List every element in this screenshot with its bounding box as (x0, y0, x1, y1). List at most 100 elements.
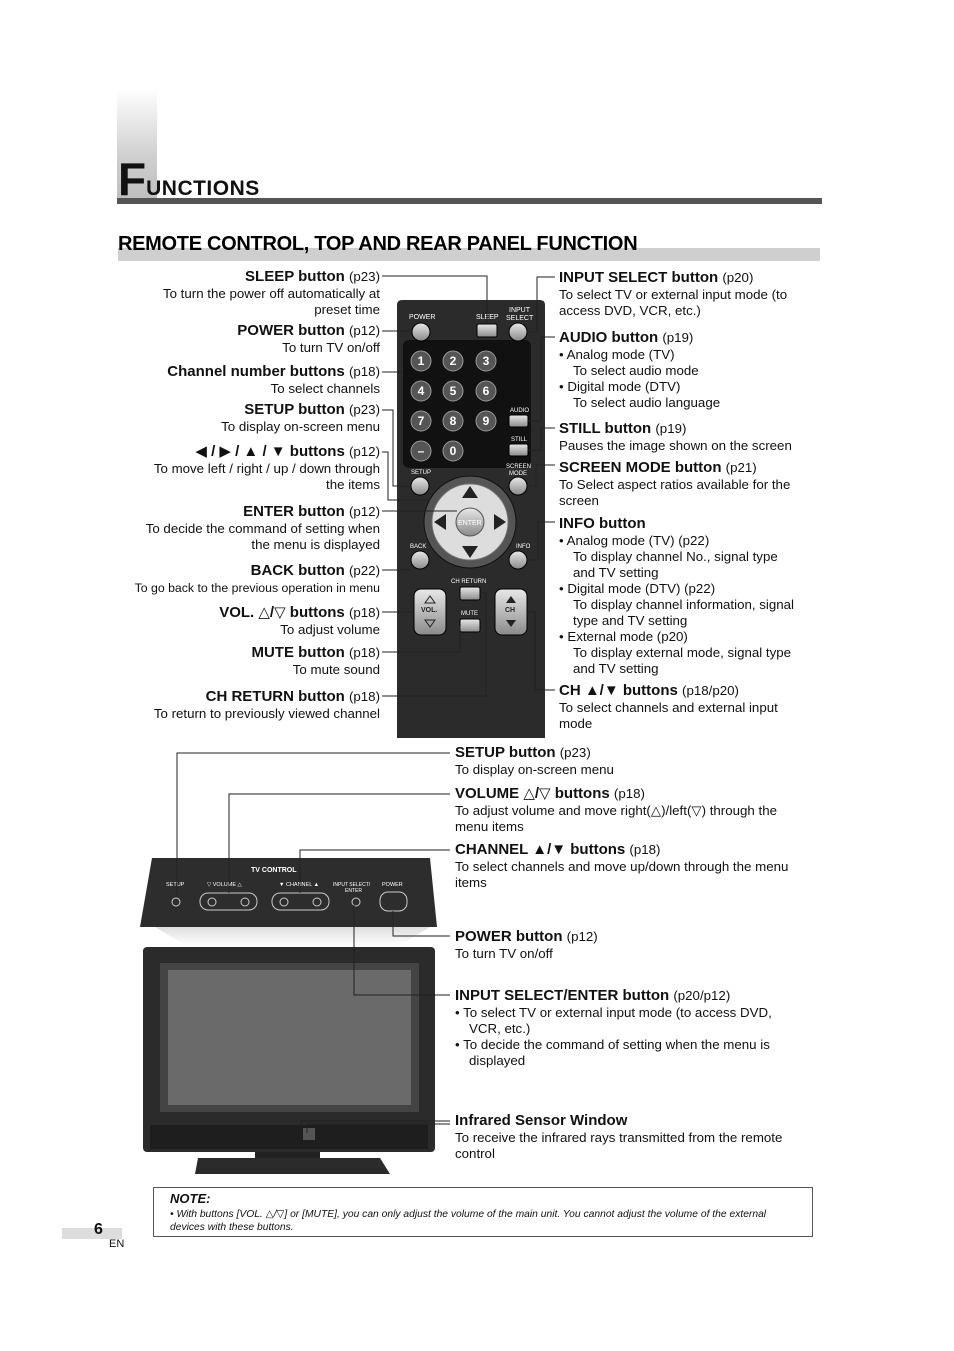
remote-digit-button[interactable] (442, 440, 464, 462)
remote-digit-label: – (418, 444, 425, 458)
remote-info-button[interactable] (508, 550, 528, 570)
remote-ch-label: CH (505, 607, 515, 614)
remote-screen-label: SCREEN (506, 464, 531, 470)
label-channel-number: Channel number buttons (p18) To select c… (167, 363, 380, 396)
remote-select-label: SELECT (506, 315, 534, 322)
label-ir-sensor: Infrared Sensor Window To receive the in… (455, 1112, 783, 1161)
tv-top-panel: TV CONTROL SETUP ▽ VOLUME △ ▼ CHANNEL ▲ … (140, 858, 437, 945)
remote-input-select-button[interactable] (508, 322, 528, 342)
panel-enter-label: ENTER (345, 888, 362, 894)
remote-ch-return-button[interactable] (459, 586, 481, 601)
panel-volume-up-button[interactable] (240, 897, 250, 907)
label-ch-return: CH RETURN button (p18) To return to prev… (153, 688, 380, 721)
remote-enter-button[interactable] (455, 507, 485, 537)
remote-digit-label: 0 (450, 444, 457, 458)
remote-sleep-button[interactable] (476, 323, 498, 338)
panel-channel-up-button[interactable] (312, 897, 322, 907)
remote-input-label: INPUT (509, 307, 531, 314)
label-mute: MUTE button (p18) To mute sound (251, 644, 380, 677)
note-title: NOTE: (170, 1191, 211, 1206)
header-gradient-box (117, 88, 157, 203)
remote-digit-button[interactable] (442, 380, 464, 402)
remote-digit-button[interactable] (410, 350, 432, 372)
label-panel-volume: VOLUME △/▽ buttons (p18) To adjust volum… (455, 785, 777, 834)
remote-number-pad: 1 2 3 4 5 6 7 8 9 – 0 (410, 350, 497, 462)
remote-mute-label: MUTE (461, 611, 478, 617)
remote-digit-button[interactable] (410, 410, 432, 432)
page-number-bar (62, 1228, 122, 1239)
remote-digit-label: 6 (483, 384, 490, 398)
remote-setup-button[interactable] (410, 476, 430, 496)
panel-input-label: INPUT SELECT/ (333, 882, 371, 888)
label-arrow-buttons: ◀ / ▶ / ▲ / ▼ buttons (p12) To move left… (153, 443, 380, 492)
remote-power-label: POWER (409, 314, 435, 321)
panel-input-enter-button[interactable] (351, 897, 361, 907)
panel-volume-down-button[interactable] (207, 897, 217, 907)
remote-mode-label: MODE (509, 471, 527, 477)
label-panel-power: POWER button (p12) To turn TV on/off (455, 928, 598, 961)
remote-digit-button[interactable] (410, 440, 432, 462)
panel-channel-label: ▼ CHANNEL ▲ (279, 882, 319, 888)
remote-digit-label: 3 (483, 354, 490, 368)
remote-digit-label: 7 (418, 414, 425, 428)
remote-still-label: STILL (511, 437, 528, 443)
remote-screen-mode-button[interactable] (508, 476, 528, 496)
ch-down-icon (506, 620, 516, 627)
remote-digit-label: 5 (450, 384, 457, 398)
panel-setup-button[interactable] (171, 897, 181, 907)
label-audio: AUDIO button (p19) • Analog mode (TV)To … (559, 329, 721, 410)
remote-info-label: INFO (516, 544, 531, 550)
label-info: INFO button • Analog mode (TV) (p22)To d… (559, 515, 795, 676)
panel-volume-label: ▽ VOLUME △ (207, 882, 243, 888)
remote-digit-button[interactable] (475, 410, 497, 432)
dpad-down-icon[interactable] (462, 546, 478, 558)
remote-digit-label: 4 (418, 384, 425, 398)
label-screen-mode: SCREEN MODE button (p21) To Select aspec… (559, 459, 791, 508)
remote-vol-label: VOL. (421, 607, 437, 614)
remote-digit-button[interactable] (442, 350, 464, 372)
label-input-select: INPUT SELECT button (p20) To select TV o… (559, 269, 788, 318)
note-text: • With buttons [VOL. △/▽] or [MUTE], you… (170, 1209, 767, 1233)
panel-power-label: POWER (382, 882, 403, 888)
remote-digit-button[interactable] (475, 350, 497, 372)
remote-leader-lines (382, 275, 555, 697)
panel-setup-label: SETUP (166, 882, 185, 888)
remote-audio-button[interactable] (508, 414, 529, 428)
page-language: EN (109, 1238, 125, 1250)
remote-digit-label: 1 (418, 354, 425, 368)
remote-digit-label: 9 (483, 414, 490, 428)
label-back: BACK button (p22) To go back to the prev… (134, 562, 380, 595)
remote-back-button[interactable] (410, 550, 430, 570)
label-setup: SETUP button (p23) To display on-screen … (221, 401, 380, 434)
vol-down-icon (424, 619, 436, 628)
header-rule (117, 198, 822, 204)
remote-enter-label: ENTER (458, 520, 482, 527)
remote-digit-label: 8 (450, 414, 457, 428)
ir-sensor-window (303, 1128, 315, 1140)
page-number: 6 (94, 1221, 103, 1238)
label-enter: ENTER button (p12) To decide the command… (145, 503, 380, 552)
remote-still-button[interactable] (508, 443, 529, 457)
remote-power-button[interactable] (411, 322, 431, 342)
dpad-up-icon[interactable] (462, 486, 478, 498)
remote-digit-button[interactable] (442, 410, 464, 432)
label-still: STILL button (p19) Pauses the image show… (559, 420, 792, 453)
remote-ch-return-label: CH RETURN (451, 579, 486, 585)
remote-digit-label: 2 (450, 354, 457, 368)
panel-channel-down-button[interactable] (279, 897, 289, 907)
remote-back-label: BACK (410, 544, 426, 550)
dpad-right-icon[interactable] (494, 514, 506, 530)
dpad-left-icon[interactable] (434, 514, 446, 530)
ch-up-icon (506, 596, 516, 603)
remote-digit-button[interactable] (475, 380, 497, 402)
tv-stand (195, 1158, 390, 1174)
remote-mute-button[interactable] (459, 618, 481, 633)
tv-screen (168, 970, 411, 1105)
remote-digit-button[interactable] (410, 380, 432, 402)
page-title: FUNCTIONS (118, 153, 260, 205)
vol-up-icon (424, 595, 436, 604)
section-title: REMOTE CONTROL, TOP AND REAR PANEL FUNCT… (118, 233, 638, 255)
label-sleep: SLEEP button (p23) To turn the power off… (162, 268, 380, 317)
